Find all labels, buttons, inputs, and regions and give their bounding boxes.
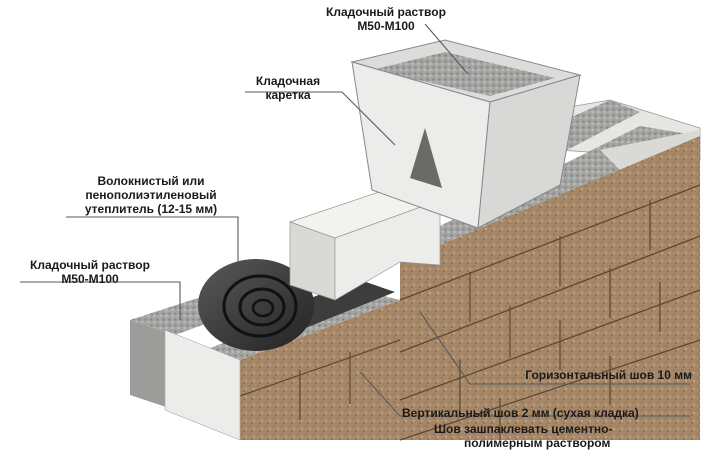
leader-mortar-left: [20, 281, 181, 320]
leader-vertical-joint: [359, 371, 690, 417]
leader-lines: [20, 23, 690, 417]
insulation-roll: [198, 259, 314, 351]
mortar-carriage: [350, 39, 582, 229]
leader-carriage: [245, 91, 396, 146]
label-vertical-joint: Вертикальный шов 2 мм (сухая кладка): [402, 406, 639, 420]
brick-wall-face: [399, 136, 701, 441]
label-horizontal-joint: Горизонтальный шов 10 мм: [525, 368, 692, 382]
leader-mortar-top: [424, 23, 469, 75]
label-mortar-left: Кладочный раствор М50-М100: [30, 258, 150, 286]
label-seam-note: Шов зашпаклевать цементно- полимерным ра…: [434, 422, 613, 450]
label-mortar-top: Кладочный раствор М50-М100: [326, 5, 446, 33]
leader-insulation: [66, 216, 239, 262]
label-carriage: Кладочная каретка: [255, 74, 321, 102]
label-insulation: Волокнистый или пенополиэтиленовый утепл…: [84, 174, 218, 216]
leader-horizontal-joint: [419, 311, 690, 385]
